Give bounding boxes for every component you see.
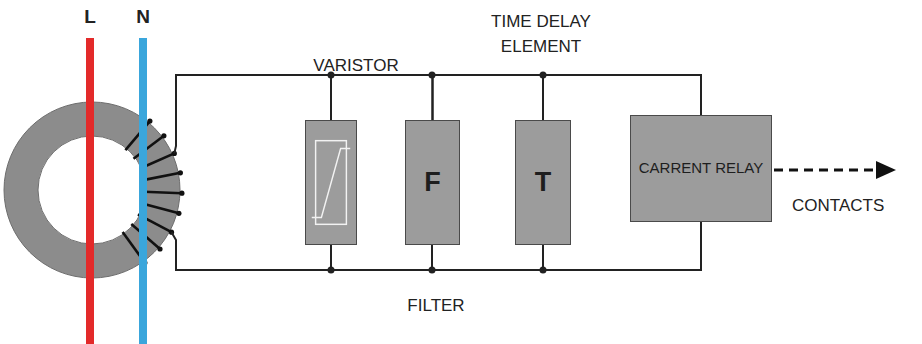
junction-dot xyxy=(328,72,547,274)
contacts-arrow-head xyxy=(876,161,896,179)
conductor-label: L xyxy=(84,6,96,28)
box-content xyxy=(306,121,356,244)
winding-dot xyxy=(142,119,184,266)
box-text: T xyxy=(535,166,552,200)
component-box: VARISTOR xyxy=(305,120,357,245)
component-box: TTIME DELAY ELEMENT xyxy=(515,120,571,245)
coil-winding xyxy=(123,121,182,263)
bus-wire xyxy=(331,75,433,120)
box-text: F xyxy=(424,166,441,200)
component-label: TIME DELAY ELEMENT xyxy=(466,9,616,59)
box-content: CARRENT RELAY xyxy=(631,116,771,221)
conductor-label: N xyxy=(136,6,150,28)
component-label: VARISTOR xyxy=(313,53,398,78)
box-content: T xyxy=(516,121,570,244)
neutral-conductor xyxy=(139,38,147,344)
component-box: FFILTER xyxy=(405,120,460,245)
bus-wire xyxy=(433,75,544,120)
output-label: CONTACTS xyxy=(792,196,884,216)
contacts-arrow-line xyxy=(774,169,878,172)
box-content: F xyxy=(406,121,459,244)
bus-wire xyxy=(543,75,701,120)
branch-wire xyxy=(331,245,543,270)
relay-box: CARRENT RELAY xyxy=(630,115,772,222)
varistor-slash xyxy=(312,149,350,218)
component-label: FILTER xyxy=(407,293,464,318)
box-text: CARRENT RELAY xyxy=(639,159,763,178)
line-conductor xyxy=(86,38,94,344)
varistor-symbol xyxy=(306,121,356,244)
